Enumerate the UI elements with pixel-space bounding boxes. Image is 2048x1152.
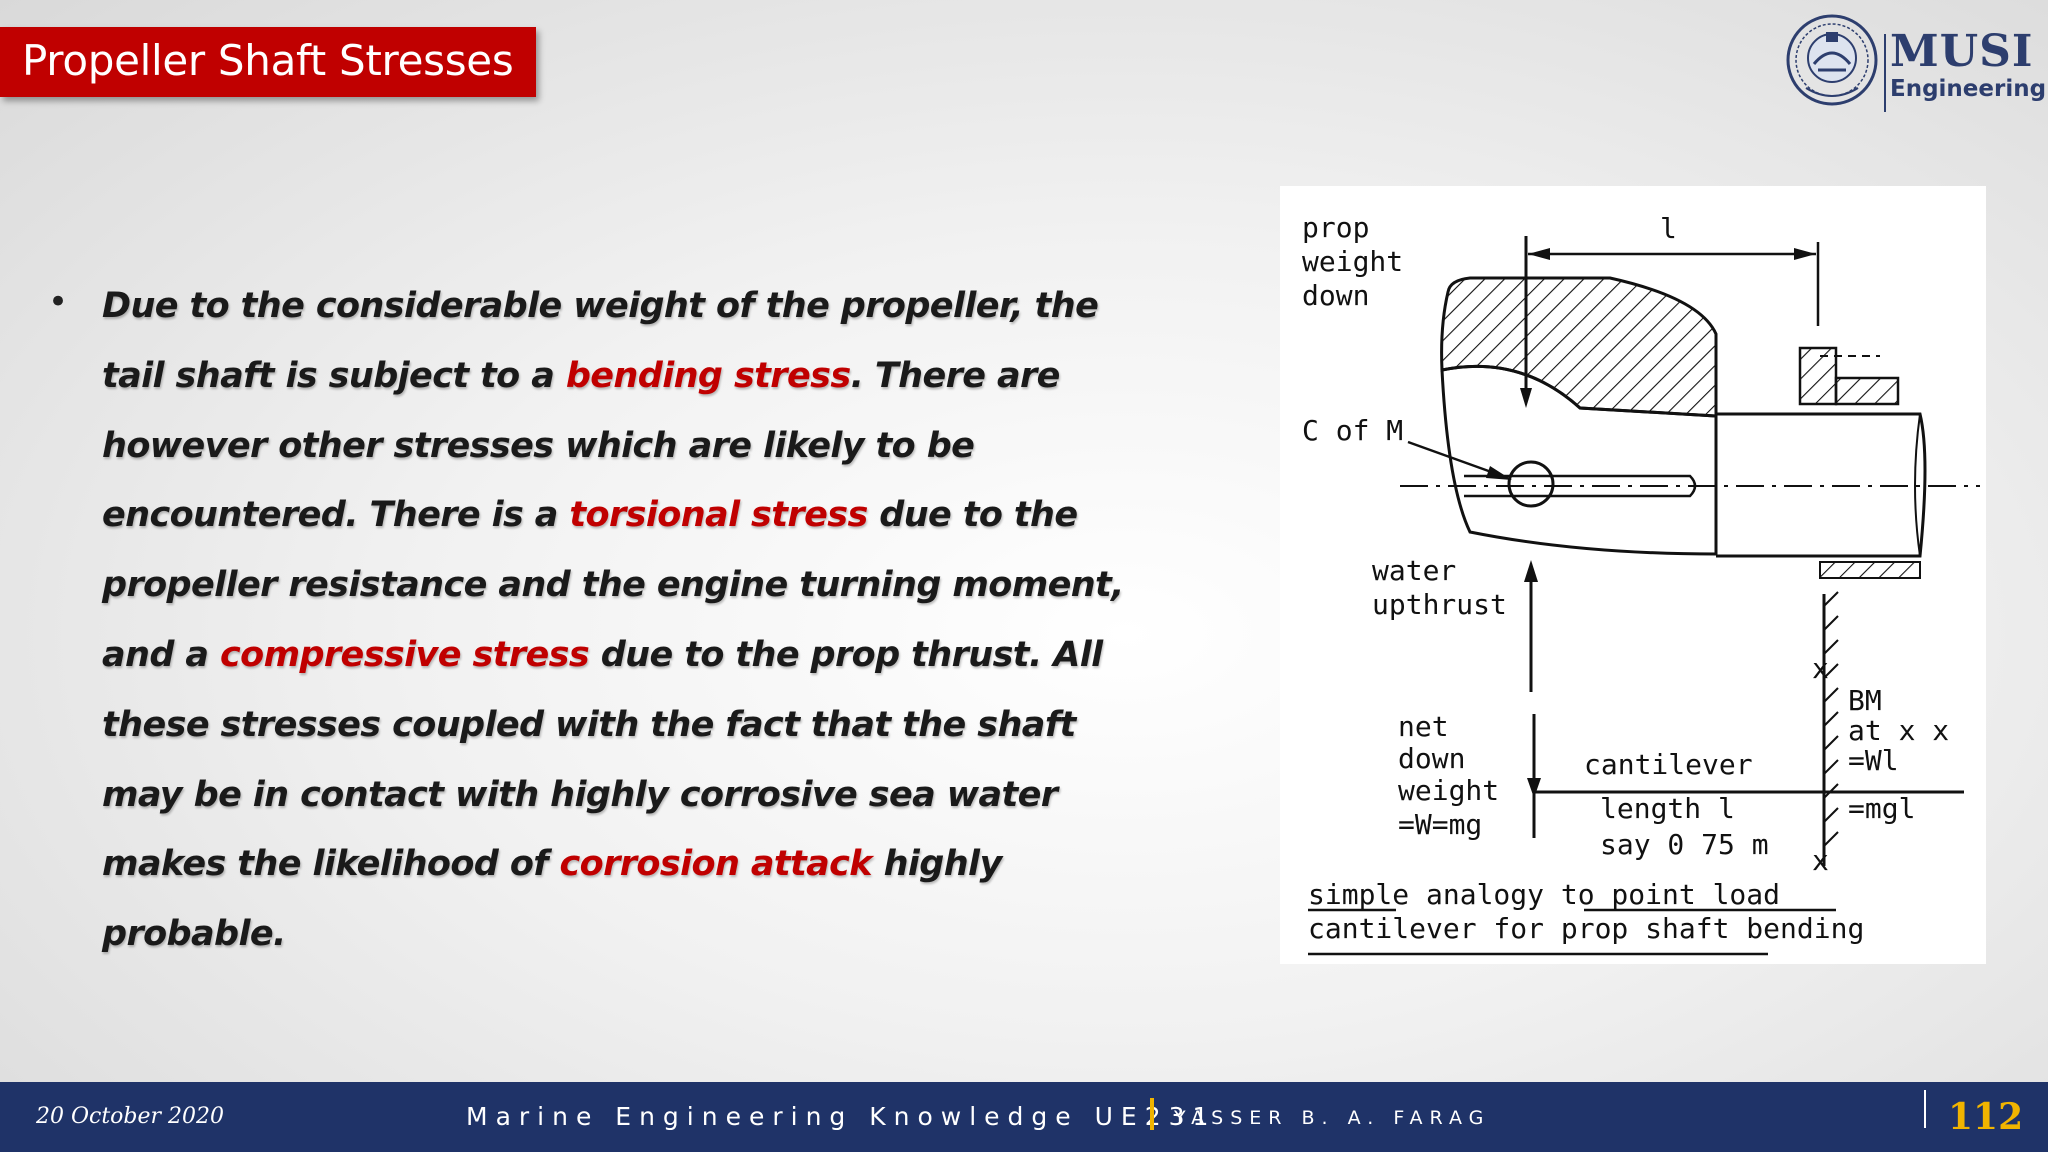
label-cantilever: cantilever xyxy=(1584,748,1753,781)
logo-divider xyxy=(1884,34,1886,112)
bullet-text-segment: Due to the considerable weight of the pr… xyxy=(102,286,1099,396)
wall-hatching xyxy=(1823,591,1839,847)
center-of-mass-marker xyxy=(1507,460,1555,508)
label-wl: =Wl xyxy=(1848,744,1899,777)
propeller-shaft-diagram: prop weight down l C of M wate xyxy=(1280,186,1986,964)
label-down: down xyxy=(1302,279,1369,312)
logo-subtitle: Engineering xyxy=(1890,76,2047,102)
bullet-marker: • xyxy=(48,282,69,322)
musi-logo: MUSI Engineering xyxy=(1784,12,2046,112)
footer-author: YASSER B. A. FARAG xyxy=(1174,1107,1491,1129)
dim-arrow-left xyxy=(1528,248,1550,260)
dim-arrow-right xyxy=(1794,248,1816,260)
highlight-compressive-stress: compressive stress xyxy=(219,634,590,675)
label-x-top: x xyxy=(1812,652,1829,685)
footer-date: 20 October 2020 xyxy=(36,1104,225,1129)
caption-line-2: cantilever for prop shaft bending xyxy=(1308,912,1864,945)
propeller-boss xyxy=(1440,364,1718,556)
coupling-nut xyxy=(1798,346,1838,406)
highlight-bending-stress: bending stress xyxy=(565,355,851,396)
upthrust-arrowhead xyxy=(1524,560,1538,582)
bullet-text-segment: . There are however other stresses which… xyxy=(102,355,1060,536)
label-prop: prop xyxy=(1302,211,1369,244)
coupling-flange xyxy=(1834,376,1900,406)
label-length-l: length l xyxy=(1600,792,1735,825)
propeller-hub xyxy=(1440,276,1718,418)
university-seal-icon xyxy=(1786,14,1878,106)
slide-title: Propeller Shaft Stresses xyxy=(22,36,514,85)
weight-arrowhead xyxy=(1520,388,1532,408)
bullet-text-segment: due to the propeller resistance and the … xyxy=(102,495,1124,675)
label-bm: BM xyxy=(1848,684,1882,717)
label-c-of-m: C of M xyxy=(1302,414,1403,447)
label-net-down: down xyxy=(1398,742,1465,775)
footer-page-divider xyxy=(1924,1090,1926,1128)
bullet-text-segment: due to the prop thrust. All these stress… xyxy=(102,634,1103,885)
label-say-length: say 0 75 m xyxy=(1600,828,1769,861)
shaft-break xyxy=(1914,413,1921,557)
footer-bar: 20 October 2020 Marine Engineering Knowl… xyxy=(0,1082,2048,1152)
label-length-symbol: l xyxy=(1660,212,1677,245)
label-net: net xyxy=(1398,710,1449,743)
net-weight-arrowhead xyxy=(1527,778,1541,798)
page-number: 112 xyxy=(1948,1096,2024,1138)
footer-course-title: Marine Engineering Knowledge UE231 xyxy=(466,1102,1217,1131)
label-weight: weight xyxy=(1302,245,1403,278)
cantilever-analogy-figure: prop weight down l C of M wate xyxy=(1302,211,1980,956)
caption-line-1: simple analogy to point load xyxy=(1308,878,1780,911)
bullet-paragraph: Due to the considerable weight of the pr… xyxy=(102,272,1162,970)
logo-name: MUSI xyxy=(1890,26,2034,77)
c-of-m-arrowhead xyxy=(1486,466,1512,480)
shaft-liner xyxy=(1819,561,1921,579)
label-water: water xyxy=(1372,554,1456,587)
label-at-xx: at x x xyxy=(1848,714,1949,747)
slide-title-banner: Propeller Shaft Stresses xyxy=(0,27,536,97)
label-x-bottom: x xyxy=(1812,844,1829,877)
label-net-weight: weight xyxy=(1398,774,1499,807)
label-mgl: =mgl xyxy=(1848,792,1915,825)
tail-shaft xyxy=(1716,412,1927,558)
footer-separator xyxy=(1150,1098,1154,1130)
highlight-torsional-stress: torsional stress xyxy=(569,495,868,536)
bullet-text-segment: highly probable. xyxy=(102,844,1002,955)
label-w-equals: =W=mg xyxy=(1398,808,1482,841)
highlight-corrosion-attack: corrosion attack xyxy=(559,844,873,885)
label-upthrust: upthrust xyxy=(1372,588,1507,621)
